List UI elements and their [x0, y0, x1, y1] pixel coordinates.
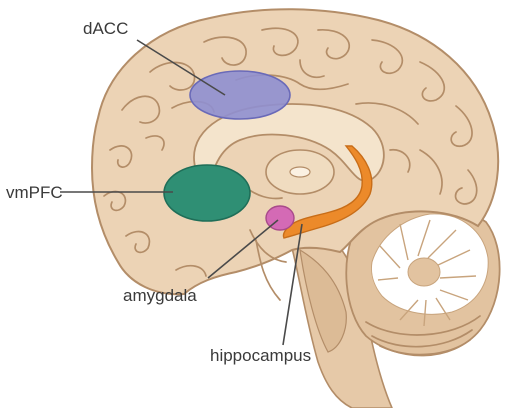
cerebellum: [346, 204, 499, 356]
amygdala-label: amygdala: [123, 286, 197, 305]
hippocampus-label: hippocampus: [210, 346, 311, 365]
dacc-label: dACC: [83, 19, 128, 38]
vmpfc-region: [164, 165, 250, 221]
vmpfc-label: vmPFC: [6, 183, 63, 202]
dacc-region: [190, 71, 290, 119]
